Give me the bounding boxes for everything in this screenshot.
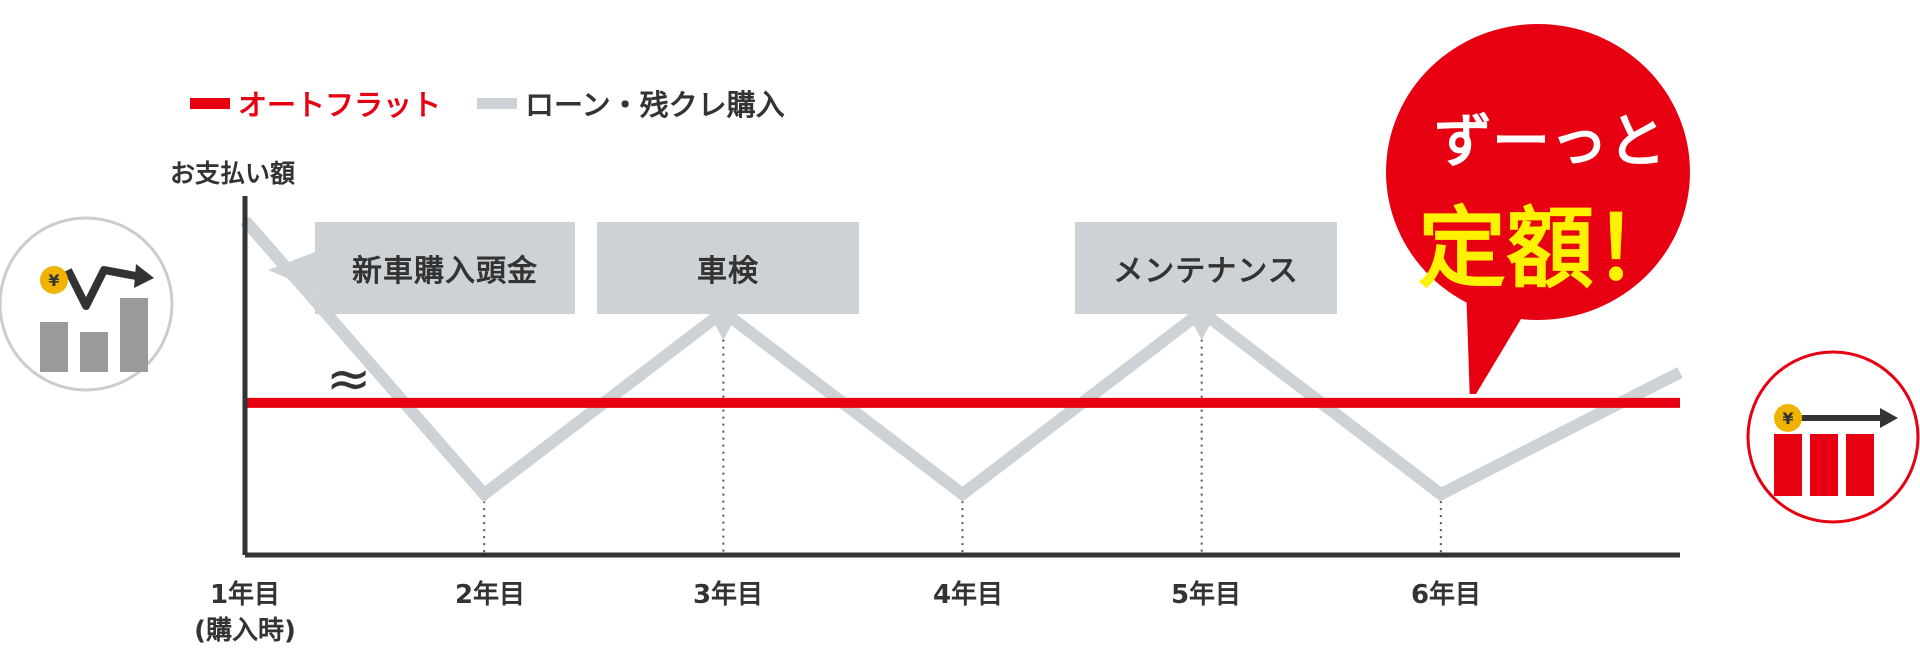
legend-label-autoflat: オートフラット [238,88,442,122]
legend-item-loan: ローン・残クレ購入 [477,82,785,124]
right-yen-symbol: ¥ [1782,409,1793,428]
callout-inspection-label: 車検 [697,254,759,289]
x-tick-4: 4年目 [932,580,1004,610]
callout-maintenance: メンテナンス [1075,222,1337,314]
legend-swatch-loan [477,97,518,109]
callout-maintenance-label: メンテナンス [1113,254,1299,289]
x-tick-5: 5年目 [1170,580,1242,610]
callout-downpayment: 新車購入頭金 [315,222,575,314]
flat-payment-icon: ¥ [1746,350,1920,524]
callout-maintenance-pointer [1187,314,1216,340]
series-line-loan [240,216,1683,503]
callout-downpayment-pointer [268,252,315,290]
bubble-line1: ずーっと [1433,107,1666,175]
axis-break-mark: ≈ [326,347,372,410]
flat-rate-bubble [1386,24,1690,394]
y-axis-label: お支払い額 [170,159,296,188]
x-tick-6: 6年目 [1410,580,1482,610]
legend-item-autoflat: オートフラット [190,82,441,124]
legend-swatch-autoflat [190,97,230,109]
legend-label-loan: ローン・残クレ購入 [525,88,785,122]
callout-inspection: 車検 [597,222,859,314]
bubble-line2: 定額！ [1417,197,1682,300]
x-tick-2: 2年目 [454,580,526,610]
callout-inspection-pointer [709,314,738,340]
x-tick-1: 1年目 (購入時) [194,580,296,646]
x-tick-3: 3年目 [692,580,764,610]
left-yen-symbol: ¥ [48,271,59,290]
fluctuating-payment-icon: ¥ [0,216,174,392]
callout-downpayment-label: 新車購入頭金 [352,254,538,289]
legend: オートフラット ローン・残クレ購入 [190,82,821,124]
